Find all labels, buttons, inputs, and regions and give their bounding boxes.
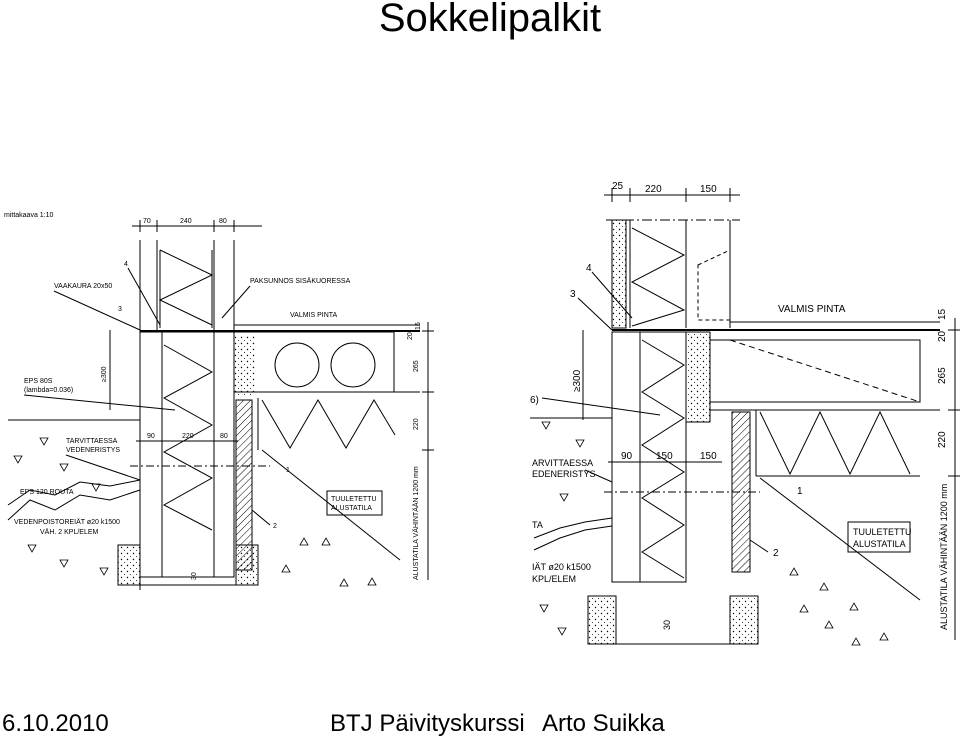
left-mid-dim-80: 80 bbox=[220, 433, 228, 440]
left-callout-2: 2 bbox=[273, 523, 277, 530]
left-eps: EPS 80S bbox=[24, 378, 53, 385]
right-vdim-20: 20 bbox=[937, 330, 948, 342]
right-callout-2: 2 bbox=[773, 548, 779, 559]
right-dim-220: 220 bbox=[645, 184, 662, 195]
left-ge300: ≥300 bbox=[101, 366, 108, 382]
footer-author: Arto Suikka bbox=[542, 710, 665, 737]
left-ground-symbols bbox=[13, 437, 377, 587]
left-tuuletettu: TUULETETTU bbox=[331, 496, 377, 503]
right-tarvittaessa: ARVITTAESSA bbox=[532, 458, 593, 468]
right-mid-dim-90: 90 bbox=[621, 451, 633, 462]
left-vdim-15: 15 bbox=[415, 322, 422, 330]
right-callout-4: 4 bbox=[586, 263, 592, 274]
left-vdim-20: 20 bbox=[407, 332, 414, 340]
right-alustatila: ALUSTATILA bbox=[853, 539, 906, 549]
left-vdim-220: 220 bbox=[413, 418, 420, 430]
left-dim-70: 70 bbox=[143, 218, 151, 225]
right-dim-30: 30 bbox=[662, 620, 672, 630]
left-paksunnos: PAKSUNNOS SISÄKUORESSA bbox=[250, 277, 351, 285]
left-dim-80: 80 bbox=[219, 218, 227, 225]
left-lambda: (lambda=0.036) bbox=[24, 387, 73, 394]
right-ge300: ≥300 bbox=[572, 369, 583, 392]
left-vaakaura: VAAKAURA 20x50 bbox=[54, 283, 112, 290]
left-alustatila: ALUSTATILA bbox=[331, 505, 372, 512]
left-vdim-265: 265 bbox=[413, 360, 420, 372]
left-tarvittaessa: TARVITTAESSA bbox=[66, 438, 118, 445]
right-mid-dim-150: 150 bbox=[656, 451, 673, 462]
slide-title: Sokkelipalkit bbox=[378, 0, 602, 40]
right-valmis-pinta: VALMIS PINTA bbox=[778, 304, 846, 315]
left-callout-3: 3 bbox=[118, 306, 122, 313]
right-ta: TA bbox=[532, 520, 543, 530]
right-iat: IÄT ø20 k1500 bbox=[532, 562, 591, 572]
right-dim-150: 150 bbox=[700, 184, 717, 195]
footer-course: BTJ Päivityskurssi bbox=[330, 710, 525, 737]
footer-date: 6.10.2010 bbox=[2, 710, 109, 737]
left-vedenpoisto: VEDENPOISTOREIÄT ø20 k1500 bbox=[14, 518, 120, 526]
left-vedeneristys: VEDENERISTYS bbox=[66, 447, 120, 454]
left-eps-routa: EPS 120 ROUTA bbox=[20, 489, 74, 496]
left-valmis-pinta: VALMIS PINTA bbox=[290, 312, 338, 319]
left-alustatila-min: ALUSTATILA VÄHINTÄÄN 1200 mm bbox=[412, 466, 420, 580]
left-section-drawing: mittakaava 1:10 70 240 80 bbox=[4, 212, 434, 590]
right-vdim-265: 265 bbox=[937, 367, 948, 384]
left-dim-30: 30 bbox=[191, 572, 198, 580]
right-ground-symbols bbox=[539, 421, 889, 646]
right-alustatila-min: ALUSTATILA VÄHINTÄÄN 1200 mm bbox=[939, 484, 949, 630]
right-paren6: 6) bbox=[530, 395, 539, 406]
left-dim-240: 240 bbox=[180, 218, 192, 225]
right-section-drawing: 25 220 150 90 bbox=[530, 181, 960, 645]
right-dim-25: 25 bbox=[612, 181, 624, 192]
right-vedeneristys: EDENERISTYS bbox=[532, 469, 596, 479]
left-callout-4: 4 bbox=[124, 261, 128, 268]
left-callout-1: 1 bbox=[286, 467, 290, 474]
right-callout-3: 3 bbox=[570, 289, 576, 300]
right-vdim-220: 220 bbox=[937, 431, 948, 448]
left-vah: VÄH. 2 KPL/ELEM bbox=[40, 528, 99, 536]
right-callout-1: 1 bbox=[797, 486, 803, 497]
right-vdim-15: 15 bbox=[937, 308, 948, 320]
left-mid-dim-90: 90 bbox=[147, 433, 155, 440]
left-scale-label: mittakaava 1:10 bbox=[4, 212, 54, 219]
right-mid-dim-150b: 150 bbox=[700, 451, 717, 462]
right-tuuletettu: TUULETETTU bbox=[853, 527, 912, 537]
left-mid-dim-220: 220 bbox=[182, 433, 194, 440]
right-kpl: KPL/ELEM bbox=[532, 574, 576, 584]
